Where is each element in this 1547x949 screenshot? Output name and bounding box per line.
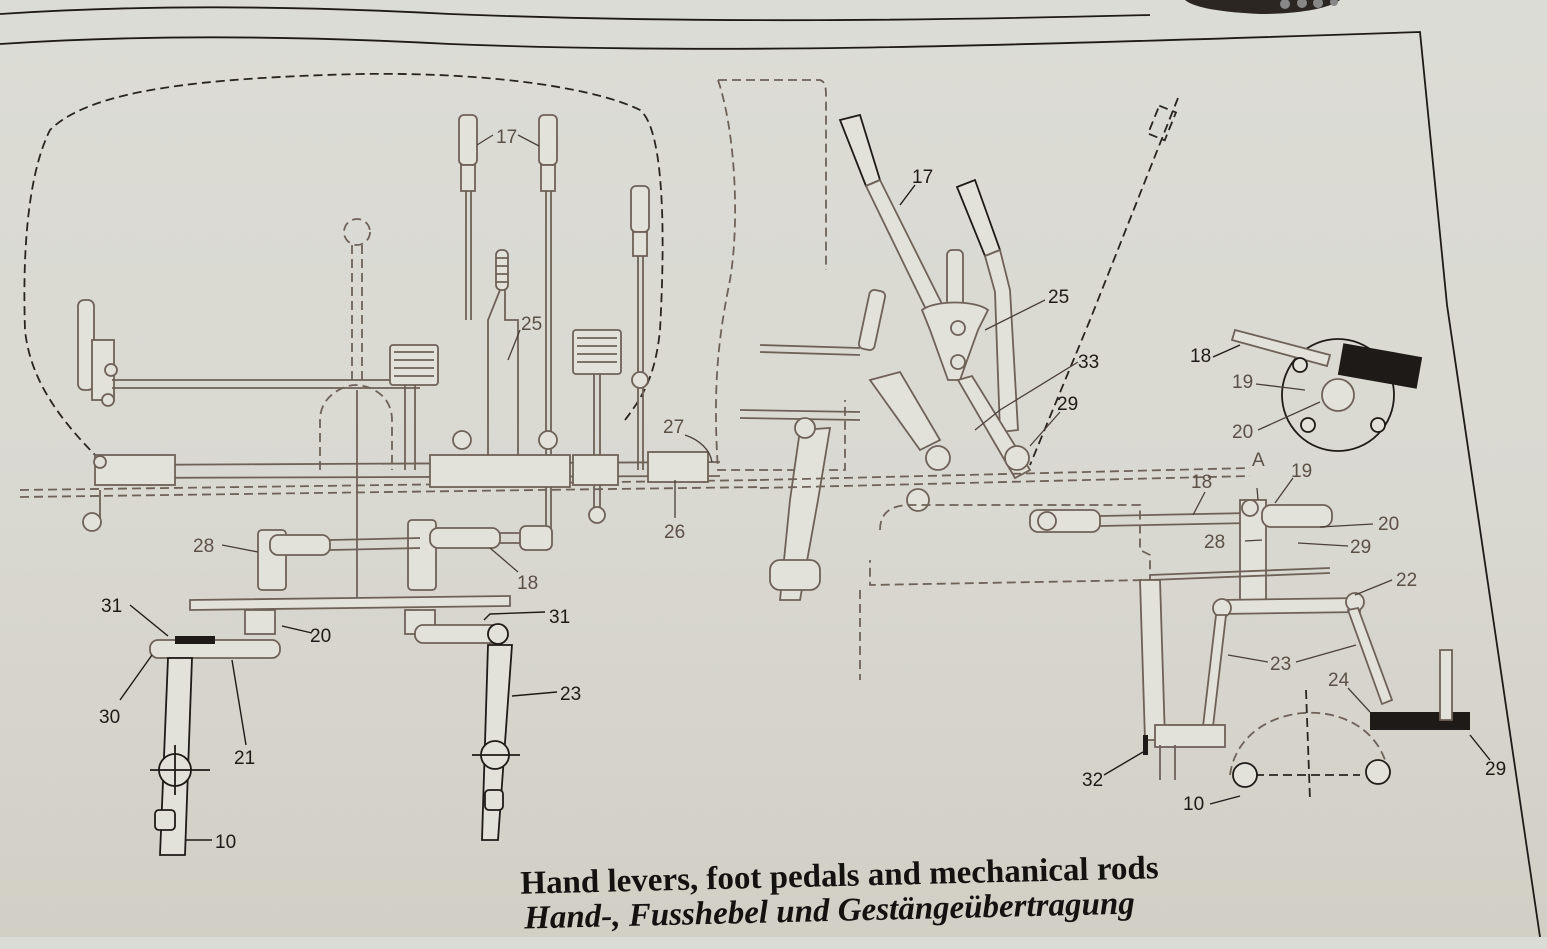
callout-23: 23 (1270, 654, 1291, 675)
floor-line-dashed (19, 486, 761, 498)
callout-19: 19 (1232, 372, 1253, 393)
diagram-frame (0, 31, 1541, 937)
callout-20: 20 (310, 626, 331, 647)
callout-10: 10 (1183, 794, 1204, 815)
bracket-26-27 (647, 451, 709, 483)
cab-outline-dashed (23, 72, 664, 461)
callout-18: 18 (517, 573, 538, 594)
callout-26: 26 (664, 522, 685, 543)
detail-view-a (1212, 328, 1423, 452)
lever-left-small (739, 289, 887, 421)
callout-10: 10 (215, 832, 236, 853)
hand-lever-third (630, 185, 650, 470)
callout-20: 20 (1232, 422, 1253, 443)
right-lower-assembly (1139, 499, 1470, 801)
callout-25: 25 (521, 314, 542, 335)
callout-22: 22 (1396, 570, 1417, 591)
spring-lever (452, 249, 519, 460)
hand-lever-17-b (538, 114, 558, 530)
left-leaders (119, 134, 713, 841)
callout-19: 19 (1291, 461, 1312, 482)
callout-33: 33 (1078, 352, 1099, 373)
callout-32: 32 (1082, 770, 1103, 791)
callout-29: 29 (1350, 537, 1371, 558)
callout-21: 21 (234, 748, 255, 769)
callout-31: 31 (101, 596, 122, 617)
callout-28: 28 (193, 536, 214, 557)
callout-30: 30 (99, 707, 120, 728)
hand-lever-17-a (458, 114, 478, 320)
lower-linkage (149, 519, 553, 856)
callout-a-marker: A (1252, 450, 1265, 471)
callout-31: 31 (549, 607, 570, 628)
callout-23: 23 (560, 684, 581, 705)
seat-outline-dashed (715, 79, 846, 471)
shaft-bracket-left (94, 454, 176, 486)
callout-17: 17 (912, 167, 933, 188)
middle-leaders (899, 184, 1079, 447)
shaft-housing (429, 454, 571, 488)
centerline-dashed (1029, 97, 1179, 466)
foot-pedal-right (572, 329, 622, 524)
header-rule (0, 6, 1151, 22)
callout-29: 29 (1057, 394, 1078, 415)
steering-lever-17 (838, 113, 1019, 434)
callout-25: 25 (1048, 287, 1069, 308)
gear-knob-dashed (319, 218, 393, 600)
right-view: 18 19 20 A 18 19 20 28 29 22 23 24 32 10… (1082, 328, 1506, 815)
foot-pedal-left (389, 344, 439, 470)
callout-27: 27 (663, 417, 684, 438)
middle-view: 17 25 33 29 (715, 79, 1251, 680)
callout-28: 28 (1204, 532, 1225, 553)
callout-20: 20 (1378, 514, 1399, 535)
side-lever (77, 299, 420, 407)
callout-18: 18 (1190, 346, 1211, 367)
right-leaders (1103, 477, 1491, 805)
callout-29: 29 (1485, 759, 1506, 780)
left-view: 17 25 27 26 28 18 31 31 20 30 21 23 10 (19, 72, 761, 856)
middle-linkage (759, 370, 1251, 680)
callout-18: 18 (1191, 472, 1212, 493)
callout-24: 24 (1328, 670, 1350, 691)
tank-illustration (1185, 0, 1340, 14)
callout-17: 17 (496, 127, 517, 148)
